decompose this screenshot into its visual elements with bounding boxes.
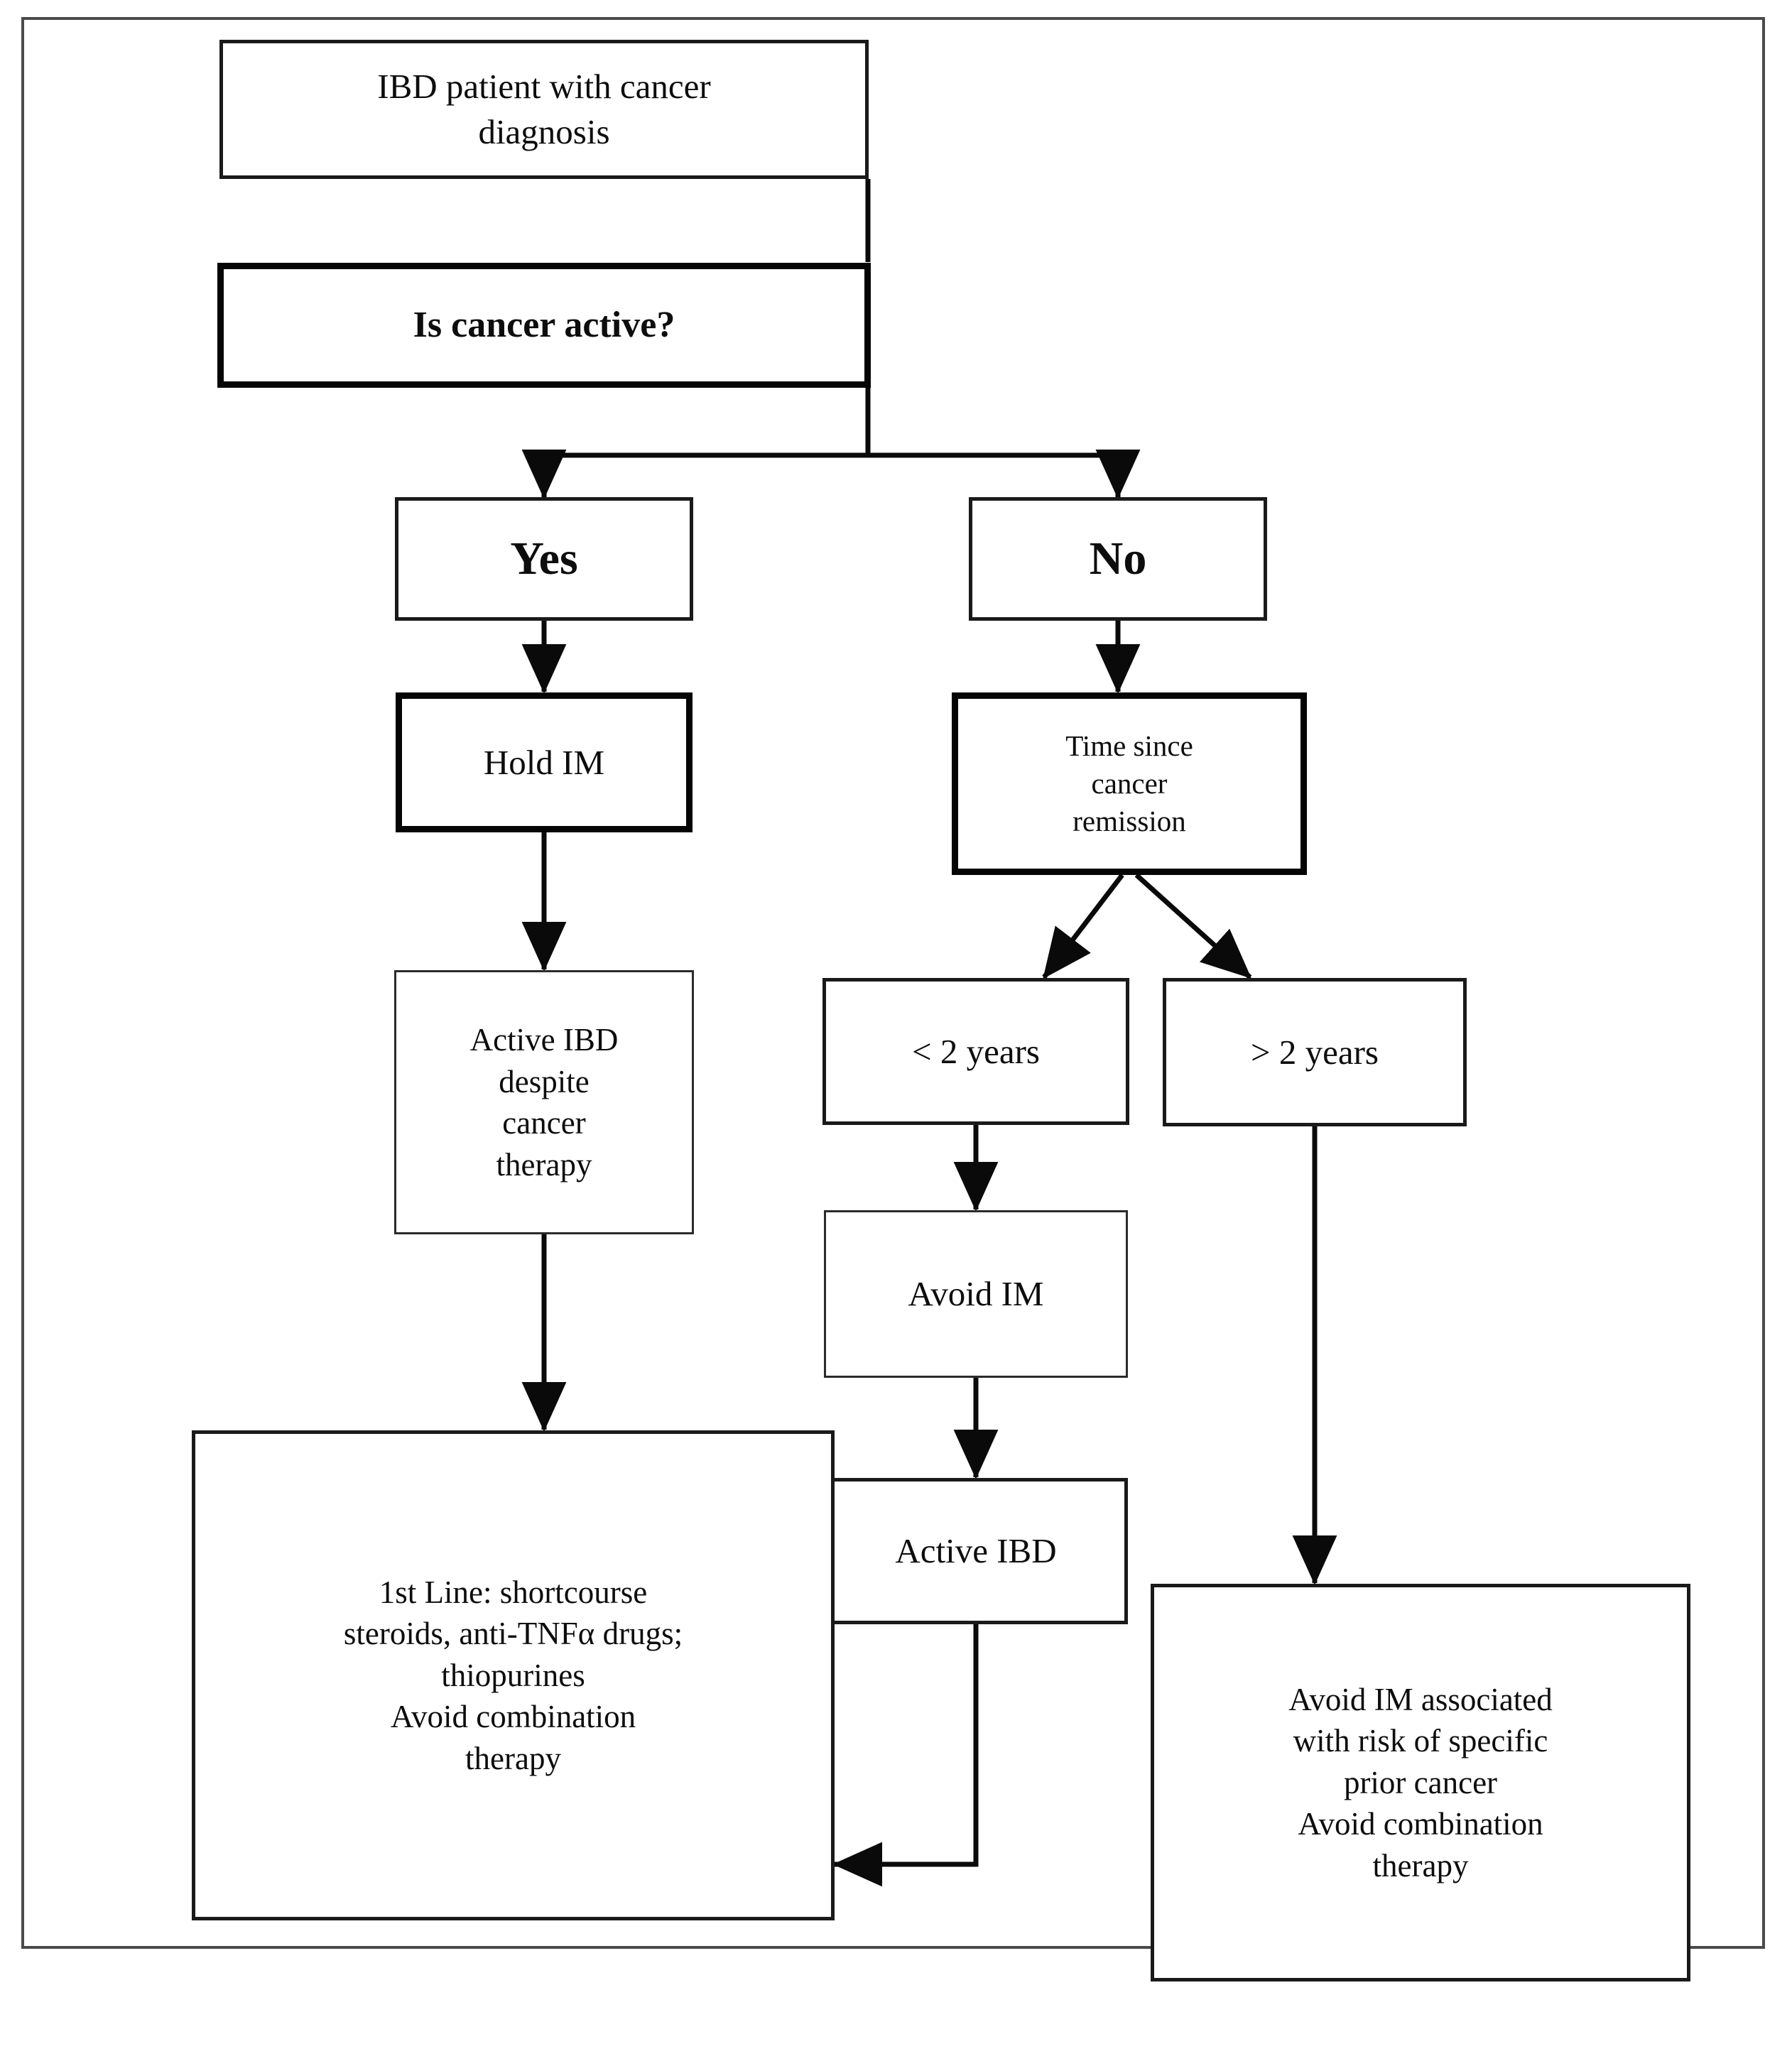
- node-label: Avoid IM associated with risk of specifi…: [1288, 1681, 1553, 1883]
- node-label: < 2 years: [911, 1031, 1041, 1071]
- node-is-cancer-active[interactable]: Is cancer active?: [217, 263, 871, 388]
- node-label: Time since cancer remission: [1065, 729, 1193, 838]
- node-hold-im[interactable]: Hold IM: [396, 692, 693, 832]
- node-greater-than-2-years[interactable]: > 2 years: [1163, 978, 1467, 1126]
- node-active-ibd-despite-cancer-therapy[interactable]: Active IBD despite cancer therapy: [394, 970, 694, 1234]
- node-ibd-patient-cancer-diagnosis[interactable]: IBD patient with cancer diagnosis: [219, 40, 869, 179]
- node-label: Is cancer active?: [413, 305, 675, 346]
- node-yes[interactable]: Yes: [395, 497, 693, 621]
- node-label: Hold IM: [483, 742, 605, 782]
- node-avoid-im-specific-prior-cancer[interactable]: Avoid IM associated with risk of specifi…: [1151, 1584, 1690, 1981]
- node-first-line-treatment[interactable]: 1st Line: shortcourse steroids, anti-TNF…: [192, 1430, 835, 1920]
- node-label: IBD patient with cancer diagnosis: [377, 67, 711, 151]
- node-label: Avoid IM: [908, 1274, 1044, 1314]
- node-label: No: [1089, 533, 1147, 585]
- node-time-since-cancer-remission[interactable]: Time since cancer remission: [952, 692, 1307, 875]
- node-less-than-2-years[interactable]: < 2 years: [822, 978, 1129, 1125]
- node-active-ibd[interactable]: Active IBD: [824, 1478, 1128, 1624]
- node-label: > 2 years: [1250, 1032, 1379, 1072]
- node-avoid-im[interactable]: Avoid IM: [824, 1210, 1128, 1378]
- node-label: 1st Line: shortcourse steroids, anti-TNF…: [343, 1574, 683, 1776]
- node-no[interactable]: No: [969, 497, 1267, 621]
- node-label: Yes: [510, 533, 578, 585]
- node-label: Active IBD: [895, 1531, 1057, 1571]
- node-label: Active IBD despite cancer therapy: [469, 1022, 619, 1182]
